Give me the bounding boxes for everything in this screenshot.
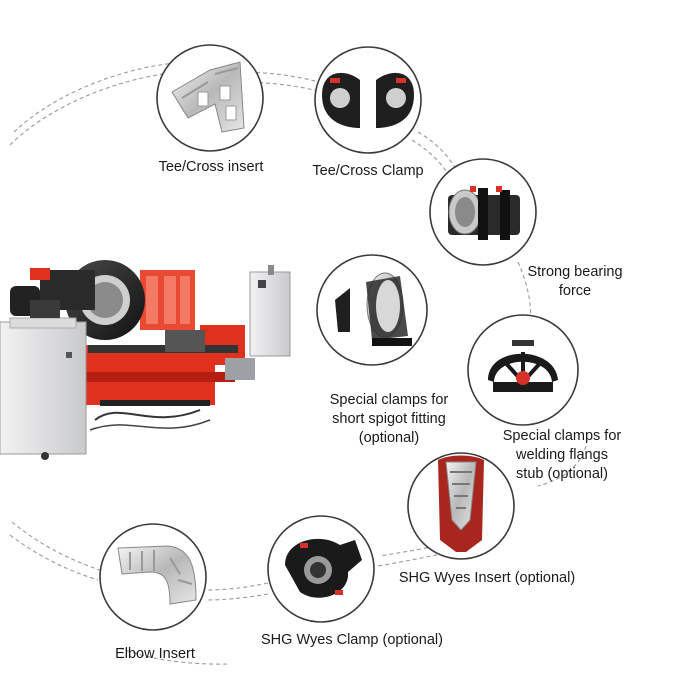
elbow-insert-label: Elbow Insert: [115, 646, 195, 662]
tee-cross-clamp-photo: [314, 46, 422, 154]
wyes-clamp-photo: [267, 515, 375, 623]
shg-wyes-clamp-label: SHG Wyes Clamp (optional): [261, 632, 443, 648]
strong-bearing-label-line-2: force: [558, 283, 592, 299]
welding-machine-photo: [0, 260, 291, 460]
flange-stub-clamps-label: Special clamps for welding flangs stub (…: [484, 427, 640, 484]
tee-cross-clamp-label: Tee/Cross Clamp: [312, 163, 424, 179]
strong-bearing-photo: [429, 158, 537, 266]
flange-stub-clamps-label-line-2: welding flangs: [516, 447, 608, 463]
flange-stub-clamps-photo: [467, 314, 579, 426]
tee-cross-insert-photo: [156, 44, 264, 152]
short-spigot-clamps-label-line-1: Special clamps for: [329, 392, 449, 408]
short-spigot-clamps-label-line-3: (optional): [358, 430, 420, 446]
strong-bearing-label: Strong bearing force: [513, 263, 637, 301]
flange-stub-clamps-label-line-1: Special clamps for: [502, 428, 622, 444]
shg-wyes-insert-label: SHG Wyes Insert (optional): [398, 570, 576, 586]
flange-stub-clamps-label-line-3: stub (optional): [516, 466, 608, 482]
strong-bearing-label-line-1: Strong bearing: [527, 264, 623, 280]
tee-cross-insert-label: Tee/Cross insert: [158, 159, 264, 175]
short-spigot-clamps-photo: [316, 254, 428, 366]
short-spigot-clamps-label: Special clamps for short spigot fitting …: [306, 391, 472, 448]
elbow-insert-photo: [99, 523, 207, 631]
short-spigot-clamps-label-line-2: short spigot fitting: [332, 411, 446, 427]
wyes-insert-photo: [407, 452, 515, 560]
